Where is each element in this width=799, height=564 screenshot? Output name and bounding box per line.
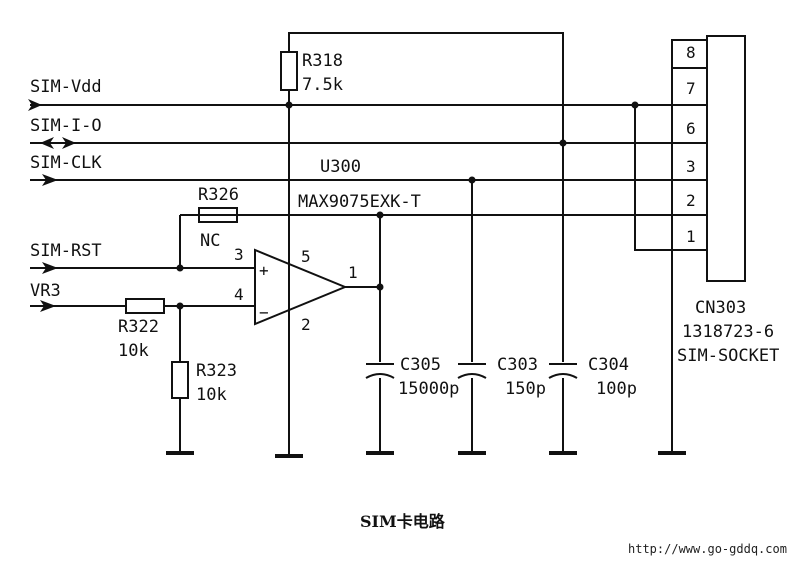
label-c305-ref: C305 [400,355,441,375]
figure-caption: SIM卡电路 [360,512,446,531]
label-c303-ref: C303 [497,355,538,375]
junction-dot [176,264,184,272]
label-r326-ref: R326 [198,185,239,205]
arrow-io-left-icon [40,137,54,149]
label-cn303-ref: CN303 [695,298,746,318]
label-sim-vdd: SIM-Vdd [30,77,102,97]
junction-dot [559,139,567,147]
label-u300-ref: U300 [320,157,361,177]
r318-top-wire [288,32,564,143]
arrow-vdd-icon [28,99,42,111]
resistor-r323 [171,361,189,399]
connector-cn303 [706,35,746,282]
junction-dot [376,211,384,219]
label-vr3: VR3 [30,281,61,301]
label-r326-value: NC [200,231,220,251]
resistor-r322 [125,298,165,314]
connector-pin-1: 1 [686,227,696,246]
resistor-r318 [280,51,298,91]
opamp-plus-sign: + [259,261,269,280]
opamp-pin-1: 1 [348,263,358,282]
connector-pin-6: 6 [686,119,696,138]
label-c304-value: 100p [596,379,637,399]
label-c304-ref: C304 [588,355,629,375]
label-c305-value: 15000p [398,379,459,399]
c304-plate-bottom [548,373,578,379]
label-cn303-name: SIM-SOCKET [677,346,779,366]
label-cn303-part: 1318723-6 [682,322,774,342]
label-r322-value: 10k [118,341,149,361]
connector-pin-3: 3 [686,157,696,176]
junction-dot [468,176,476,184]
opamp-pin-5: 5 [301,247,311,266]
arrow-io-right-icon [62,137,76,149]
c303-plate-bottom [457,373,487,379]
connector-pin-8: 8 [686,43,696,62]
resistor-r326 [198,207,238,223]
label-r322-ref: R322 [118,317,159,337]
junction-dot [376,283,384,291]
arrow-clk-icon [42,174,58,186]
connector-pin-2: 2 [686,191,696,210]
junction-dot [631,101,639,109]
label-r318-ref: R318 [302,51,343,71]
opamp-pin-2: 2 [301,315,311,334]
opamp-pin-4: 4 [234,285,244,304]
junction-dot [176,302,184,310]
label-sim-io: SIM-I-O [30,116,102,136]
label-c303-value: 150p [505,379,546,399]
opamp-pin-3: 3 [234,245,244,264]
opamp-u300 [254,248,348,326]
pin8-lead [671,39,707,69]
vdd-to-pin1-wire [634,105,707,251]
watermark-url: http://www.go-gddq.com [628,542,787,556]
label-r323-ref: R323 [196,361,237,381]
label-r318-value: 7.5k [302,75,343,95]
label-sim-rst: SIM-RST [30,241,102,261]
c305-plate-bottom [365,373,395,379]
label-u300-part: MAX9075EXK-T [298,192,421,212]
connector-pin-7: 7 [686,79,696,98]
label-r323-value: 10k [196,385,227,405]
junction-dot [285,101,293,109]
opamp-minus-sign: − [259,303,269,322]
label-sim-clk: SIM-CLK [30,153,102,173]
